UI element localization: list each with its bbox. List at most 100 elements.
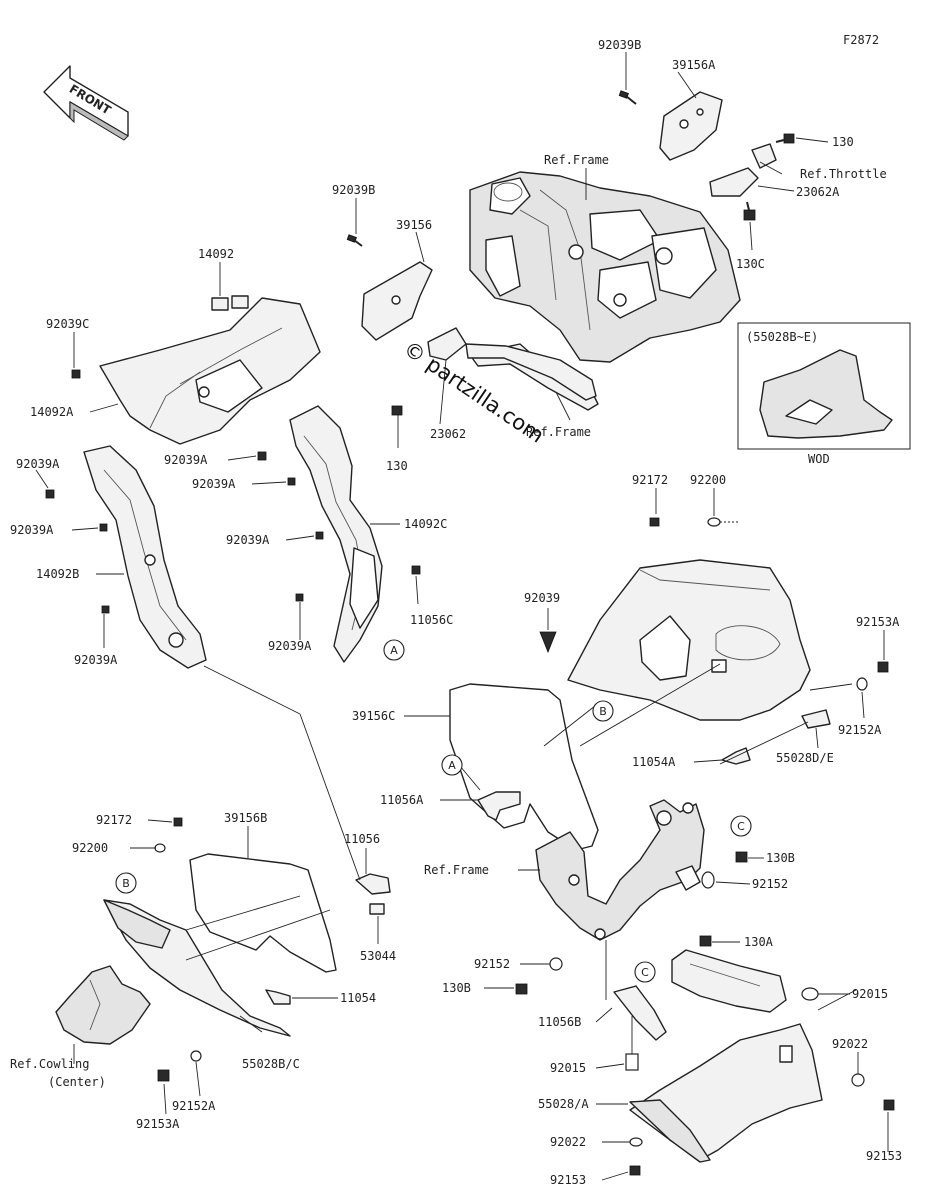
washer-92022-left-icon <box>629 1137 643 1147</box>
label-55028A: 55028/A <box>538 1097 589 1111</box>
bracket-39156 <box>361 261 467 361</box>
bolt-130-mid-icon <box>391 405 403 416</box>
label-14092B: 14092B <box>36 567 79 581</box>
label-92153-bottom: 92153 <box>550 1173 586 1187</box>
callout-a2: A <box>441 754 463 776</box>
label-92039B-top: 92039B <box>598 38 641 52</box>
label-92153-right: 92153 <box>866 1149 902 1163</box>
label-92172-low: 92172 <box>96 813 132 827</box>
svg-text:A: A <box>390 644 398 657</box>
inset-wod: (55028B~E) WOD <box>737 322 911 466</box>
callout-c2: C <box>634 961 656 983</box>
label-130B-top: 130B <box>766 851 795 865</box>
label-92039A-7: 92039A <box>74 653 118 667</box>
stay-11056 <box>355 873 391 895</box>
bolt-130C-icon <box>743 201 756 221</box>
clip-92039A-icon-group <box>45 369 421 614</box>
label-92015-left: 92015 <box>550 1061 586 1075</box>
callout-b2: B <box>115 872 137 894</box>
inner-panel-14092A <box>99 297 321 445</box>
bolt-130A-icon <box>699 935 712 947</box>
label-39156C: 39156C <box>352 709 395 723</box>
label-ref-frame-low: Ref.Frame <box>424 863 489 877</box>
label-92039C: 92039C <box>46 317 89 331</box>
bolt-130B-left-icon <box>515 983 528 995</box>
bolt-92153A-low-icon <box>157 1069 170 1082</box>
ref-cowling-center-part <box>55 965 151 1045</box>
cowling-left <box>103 899 291 1037</box>
cowling-right <box>567 559 811 721</box>
label-39156A: 39156A <box>672 58 716 72</box>
callout-a1: A <box>383 639 405 661</box>
label-130-mid: 130 <box>386 459 408 473</box>
stay-23062 <box>465 343 597 401</box>
label-92039A-1: 92039A <box>16 457 60 471</box>
callout-b1: B <box>592 700 614 722</box>
label-92172-top: 92172 <box>632 473 668 487</box>
label-23062A: 23062A <box>796 185 840 199</box>
washer-92152A-low-icon <box>190 1050 202 1062</box>
frame-assembly <box>469 171 741 411</box>
label-92039A-6: 92039A <box>268 639 312 653</box>
svg-text:B: B <box>122 877 130 890</box>
label-92153A-right: 92153A <box>856 615 900 629</box>
label-ref-frame-top: Ref.Frame <box>544 153 609 167</box>
label-92153A-low: 92153A <box>136 1117 180 1131</box>
svg-text:C: C <box>641 966 649 979</box>
washer-92200-top-icon <box>707 517 721 527</box>
label-130C: 130C <box>736 257 765 271</box>
collar-92152-a-icon <box>701 871 715 889</box>
inset-title: (55028B~E) <box>746 330 818 344</box>
label-130-top: 130 <box>832 135 854 149</box>
bracket-C <box>671 949 787 1013</box>
bracket-55028DE <box>801 709 831 729</box>
clip-92039-icon <box>539 631 557 654</box>
inset-caption: WOD <box>808 452 830 466</box>
label-ref-cowling: Ref.Cowling <box>10 1057 89 1071</box>
label-92039: 92039 <box>524 591 560 605</box>
bracket-53044 <box>369 903 385 915</box>
label-92039A-4: 92039A <box>10 523 54 537</box>
label-92022-right: 92022 <box>832 1037 868 1051</box>
bolt-92153-right-icon <box>883 1099 895 1111</box>
label-92022-left: 92022 <box>550 1135 586 1149</box>
label-92152-a: 92152 <box>752 877 788 891</box>
stay-11056B <box>613 985 667 1041</box>
frame-lower <box>535 799 705 941</box>
washer-92152A-right-icon <box>856 677 868 691</box>
label-92152A-right: 92152A <box>838 723 882 737</box>
cowling-lower-right <box>629 1023 823 1163</box>
label-11056B: 11056B <box>538 1015 581 1029</box>
bolt-92153-bottom-icon <box>629 1165 641 1176</box>
label-55028BC: 55028B/C <box>242 1057 300 1071</box>
part-labels: 92039B 39156A 130 Ref.Frame Ref.Throttle… <box>10 38 902 1187</box>
svg-text:C: C <box>737 820 745 833</box>
label-92200-top: 92200 <box>690 473 726 487</box>
label-92039A-5: 92039A <box>226 533 270 547</box>
svg-text:B: B <box>599 705 607 718</box>
figure-code: F2872 <box>843 33 879 47</box>
label-39156B: 39156B <box>224 811 267 825</box>
bolt-92172-low-icon <box>173 817 183 827</box>
label-14092: 14092 <box>198 247 234 261</box>
collar-92015-left-icon <box>625 1053 639 1071</box>
front-arrow-icon: FRONT <box>43 65 129 141</box>
inner-panel-14092C <box>289 405 383 663</box>
label-11054: 11054 <box>340 991 376 1005</box>
collar-92015-right-icon <box>801 987 819 1001</box>
label-ref-frame-mid: Ref.Frame <box>526 425 591 439</box>
stay-11054 <box>265 989 291 1005</box>
label-130B-left: 130B <box>442 981 471 995</box>
label-92152-b: 92152 <box>474 957 510 971</box>
bolt-130B-top-icon <box>735 851 748 863</box>
bracket-39156A <box>659 91 777 197</box>
label-11056A: 11056A <box>380 793 424 807</box>
washer-92200-low-icon <box>154 843 166 853</box>
bolt-92172-top-icon <box>649 517 660 527</box>
bolt-92039B-mid-icon <box>346 234 363 247</box>
svg-text:A: A <box>448 759 456 772</box>
label-92200-low: 92200 <box>72 841 108 855</box>
label-23062: 23062 <box>430 427 466 441</box>
washer-92022-right-icon <box>851 1073 865 1087</box>
